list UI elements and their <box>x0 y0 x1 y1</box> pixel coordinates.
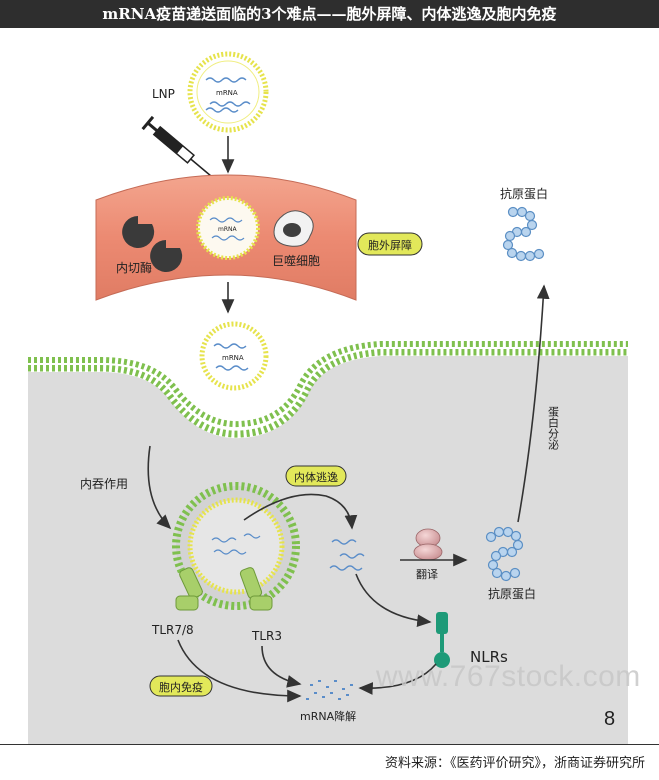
syringe-icon <box>141 115 213 178</box>
tlr3-label: TLR3 <box>251 629 282 643</box>
mrna-label-tissue: mRNA <box>218 226 238 233</box>
nlrs-receptor-icon <box>434 612 450 668</box>
endonuclease-icon <box>122 216 155 248</box>
degraded-mrna-icon <box>306 680 353 700</box>
extracellular-tissue: mRNA <box>95 174 357 301</box>
mrna-delivery-diagram: mRNA LNP mRNA 内切酶 巨噬细胞 胞外屏障 <box>28 51 628 744</box>
source-caption: 资料来源：《医药评价研究》，浙商证券研究所 <box>384 756 645 771</box>
source-divider <box>0 744 659 745</box>
endocytosis-label: 内吞作用 <box>80 477 128 491</box>
svg-text:内体逃逸: 内体逃逸 <box>294 470 338 484</box>
antigen-protein-top-icon <box>502 206 545 262</box>
lnp-particle-entering: mRNA <box>199 321 269 391</box>
svg-text:胞外屏障: 胞外屏障 <box>368 238 412 252</box>
endonuclease-icon <box>150 240 183 272</box>
page-title: mRNA疫苗递送面临的3个难点——胞外屏障、内体逃逸及胞内免疫 <box>0 0 659 28</box>
lnp-particle-top: mRNA <box>187 51 269 133</box>
antigen-protein-mid-icon <box>485 526 524 582</box>
nlrs-label: NLRs <box>470 648 508 666</box>
protein-secretion-label: 蛋白分泌 <box>547 406 560 450</box>
svg-text:胞内免疫: 胞内免疫 <box>159 680 203 694</box>
tlr78-receptor-icon <box>175 567 203 611</box>
macrophage-icon <box>273 210 314 247</box>
tlr78-label: TLR7/8 <box>151 623 194 637</box>
antigen-protein-mid-label: 抗原蛋白 <box>488 586 536 601</box>
mrna-label-entering: mRNA <box>222 354 244 362</box>
endosome <box>172 482 300 611</box>
extracellular-barrier-badge: 胞外屏障 <box>357 232 423 256</box>
mrna-degradation-label: mRNA降解 <box>300 709 356 723</box>
tlr3-receptor-icon <box>239 567 273 611</box>
ribosome-icon <box>413 528 443 561</box>
endonuclease-label: 内切酶 <box>116 260 152 275</box>
slide-number: 8 <box>604 708 616 730</box>
antigen-protein-top-label: 抗原蛋白 <box>500 186 548 201</box>
mrna-label-top: mRNA <box>216 89 238 97</box>
cytosolic-mrna <box>329 539 365 571</box>
translation-label: 翻译 <box>416 567 438 581</box>
cell-membrane <box>28 341 628 744</box>
watermark: www.767stock.com <box>376 660 641 693</box>
intracellular-immunity-badge: 胞内免疫 <box>149 675 213 697</box>
endosomal-escape-badge: 内体逃逸 <box>285 465 347 487</box>
macrophage-label: 巨噬细胞 <box>272 253 320 268</box>
lnp-label: LNP <box>152 87 175 101</box>
